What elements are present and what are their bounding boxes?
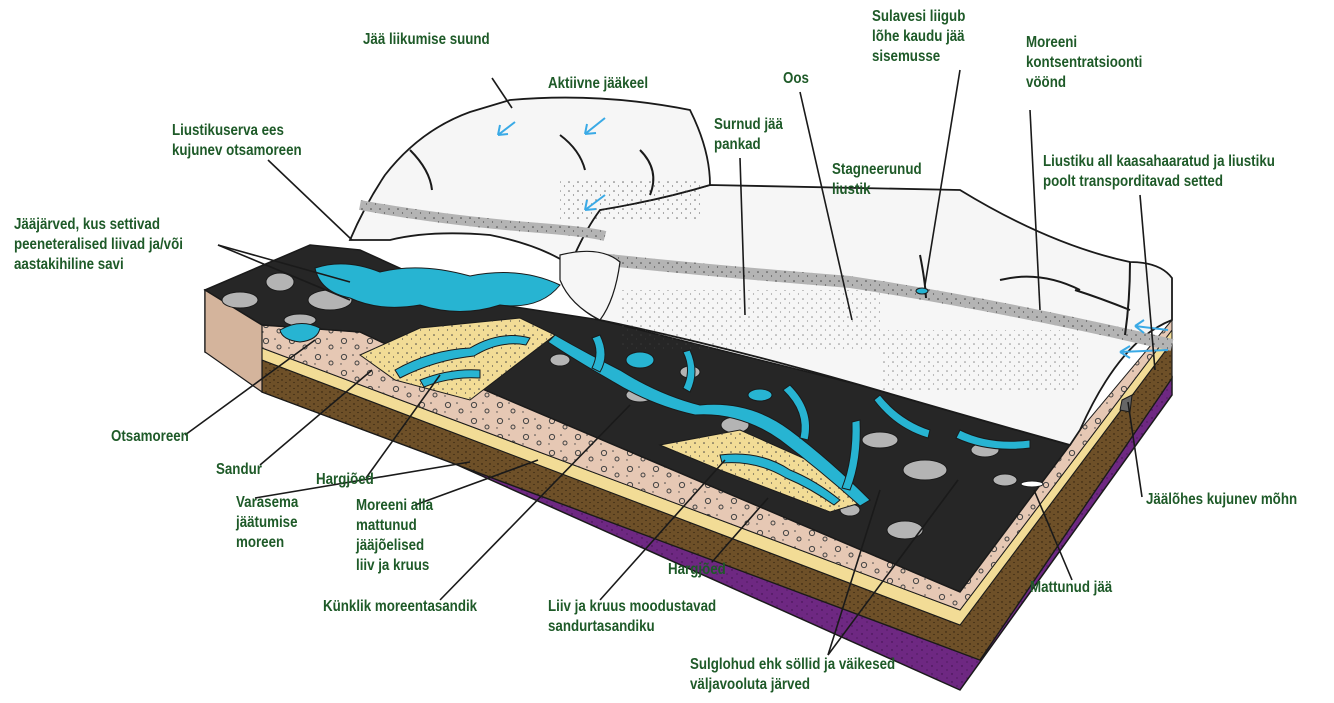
label-braided-rivers-1: Hargjõed — [316, 470, 374, 490]
label-meltwater-moulin: Sulavesi liigub lõhe kaudu jää sisemusse — [872, 7, 965, 67]
label-ice-margin-end-moraine: Liustikuserva ees kujunev otsamoreen — [172, 121, 302, 161]
buried-ice-lens — [1021, 481, 1043, 487]
label-hummocky-moraine-plain: Künklik moreentasandik — [323, 597, 477, 617]
label-kettle-holes: Sulglohud ehk söllid ja väikesed väljavo… — [690, 655, 895, 695]
label-dead-ice-blocks: Surnud jää pankad — [714, 115, 783, 155]
label-active-ice-tongue: Aktiivne jääkeel — [548, 74, 648, 94]
label-ice-dammed-lakes: Jääjärved, kus settivad peeneteralised l… — [14, 215, 183, 275]
label-buried-ice: Mattunud jää — [1030, 578, 1112, 598]
moulin-water — [916, 288, 928, 294]
label-ice-flow-direction: Jää liikumise suund — [363, 30, 490, 50]
label-outwash-plain: Liiv ja kruus moodustavad sandurtasandik… — [548, 597, 716, 637]
label-stagnant-glacier: Stagneerunud liustik — [832, 160, 922, 200]
label-older-glaciation-till: Varasema jäätumise moreen — [236, 493, 298, 553]
label-buried-glaciofluvial: Moreeni alla mattunud jääjõelised liiv j… — [356, 496, 433, 576]
label-braided-rivers-2: Hargjõed — [668, 560, 726, 580]
label-end-moraine: Otsamoreen — [111, 427, 189, 447]
label-sandur: Sandur — [216, 460, 262, 480]
label-crevasse-kame: Jäälõhes kujunev mõhn — [1146, 490, 1297, 510]
leader-end-moraine-margin — [268, 160, 352, 240]
label-glacial-sediments: Liustiku all kaasahaaratud ja liustiku p… — [1043, 152, 1275, 192]
label-esker: Oos — [783, 69, 809, 89]
label-moraine-concentration-zone: Moreeni kontsentratsioonti vöönd — [1026, 33, 1142, 93]
